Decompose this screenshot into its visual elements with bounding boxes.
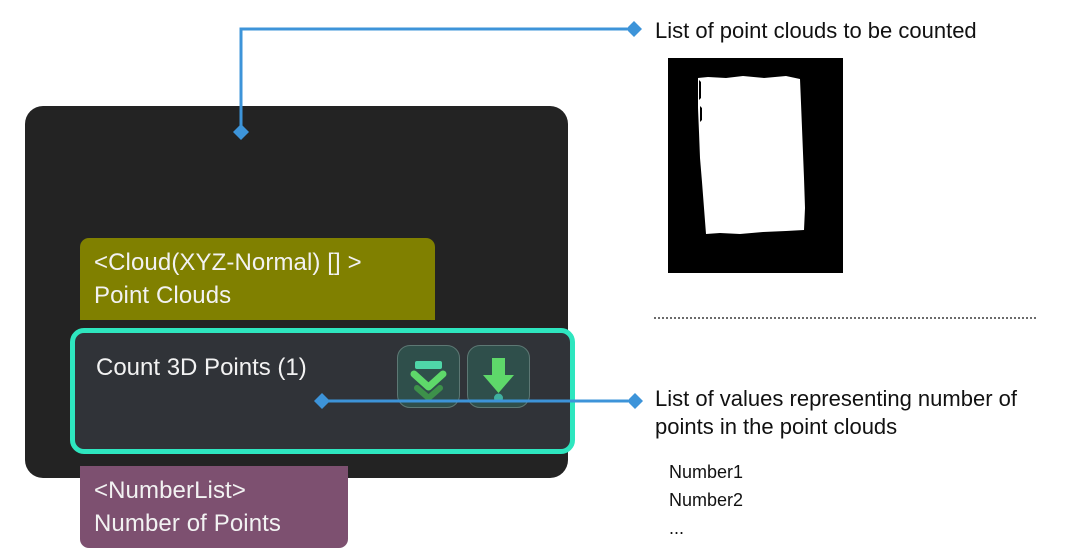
annotation-output-description: List of values representing number of po… (655, 386, 1017, 439)
graft-button[interactable] (467, 345, 530, 408)
input-port-type-label: <Cloud(XYZ-Normal) [] > (94, 249, 362, 276)
list-item: Number1 (669, 462, 744, 482)
output-port-number-of-points[interactable]: <NumberList> Number of Points (80, 466, 348, 548)
graft-icon (483, 358, 514, 403)
list-item: Number2 (669, 490, 744, 510)
input-port-name-label: Point Clouds (94, 282, 232, 309)
preview-notch (699, 80, 701, 100)
annotation-input-description: List of point clouds to be counted (655, 18, 977, 43)
operator-label: Count 3D Points (1) (96, 354, 307, 381)
list-item: ... (669, 518, 685, 538)
preview-notch (700, 106, 702, 122)
connector-diamond-end (627, 393, 643, 409)
output-port-type-label: <NumberList> (94, 477, 246, 504)
input-port-point-clouds[interactable]: <Cloud(XYZ-Normal) [] > Point Clouds (80, 238, 435, 320)
section-divider (654, 317, 1036, 319)
preview-point-cloud (698, 76, 805, 234)
connector-diamond-end (626, 21, 642, 37)
flatten-icon (410, 361, 447, 401)
operator-count-3d-points[interactable]: Count 3D Points (1) (70, 328, 575, 454)
flatten-button[interactable] (397, 345, 460, 408)
number-list-sample: Number1 Number2 ... (669, 458, 743, 542)
point-cloud-preview (668, 58, 843, 273)
node-card[interactable]: <Cloud(XYZ-Normal) [] > Point Clouds Cou… (25, 106, 575, 548)
output-port-name-label: Number of Points (94, 510, 282, 537)
